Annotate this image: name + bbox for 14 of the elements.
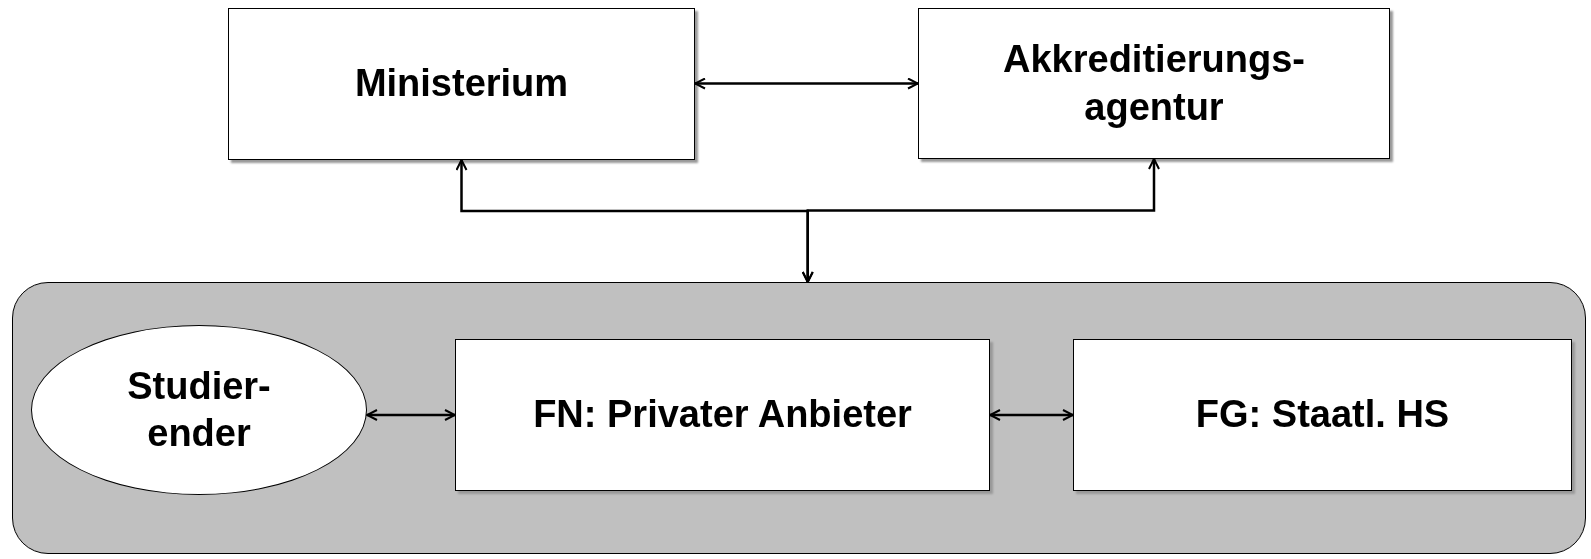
node-label: Studier- ender <box>126 363 272 456</box>
process-box <box>228 8 695 160</box>
process-box <box>918 8 1390 159</box>
arrow <box>366 409 456 421</box>
arrow <box>694 77 919 90</box>
arrow <box>801 158 1160 283</box>
process-box <box>1073 339 1572 491</box>
arrow <box>989 409 1074 421</box>
node-label: Ministerium <box>354 61 569 107</box>
node-label: FN: Privater Anbieter <box>533 392 912 438</box>
process-box <box>455 339 990 491</box>
node-label: FG: Staatl. HS <box>1195 392 1450 438</box>
node-label: Akkreditierungs- agentur <box>1002 37 1306 130</box>
group-panel <box>12 282 1586 554</box>
